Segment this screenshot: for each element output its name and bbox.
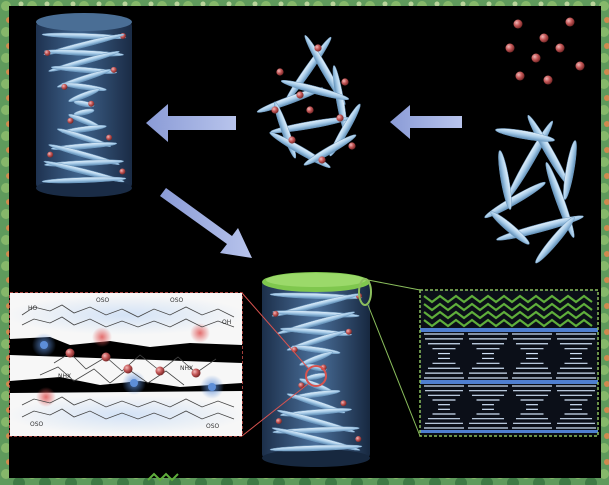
oso3-label-b: OSO: [170, 297, 184, 304]
helical-rod-stack-gel: [269, 292, 363, 452]
arrow-left-top: [390, 105, 462, 139]
nanoparticle-icon: [291, 346, 298, 353]
helical-rod-stack: [41, 32, 127, 184]
nanoparticle-icon: [306, 106, 314, 114]
rod-icon: [57, 128, 111, 147]
rod-icon: [286, 393, 346, 414]
rod-icon: [490, 211, 530, 245]
rod-icon: [68, 88, 100, 103]
nanoparticle-icon: [531, 53, 541, 63]
zoom-connectors: [241, 279, 421, 437]
nanoparticle-icon: [318, 156, 326, 164]
arrow-left-middle: [146, 104, 236, 142]
rod-icon: [280, 80, 350, 100]
nanoparticle-icon: [565, 17, 575, 27]
nanoparticle-icon: [575, 61, 585, 71]
nanoparticle-icon: [340, 400, 347, 407]
nanoparticle-icon: [88, 100, 95, 107]
oso3-label-a: OSO: [96, 297, 110, 304]
nanoparticle-icon: [276, 68, 284, 76]
rod-icon: [256, 87, 324, 113]
rod-icon: [484, 181, 546, 219]
rod-icon: [495, 128, 555, 142]
nanoparticle-icon: [539, 33, 549, 43]
nanoparticle-icon: [275, 418, 282, 425]
rod-icon: [498, 150, 512, 210]
zoom-circle-red: [305, 365, 327, 387]
chevron-band: [423, 294, 593, 328]
nanoparticle-icon: [336, 114, 344, 122]
nanoparticle-icon: [288, 136, 296, 144]
carboxyl-label-a: NHX: [58, 373, 72, 380]
nanoparticle-icon: [47, 151, 54, 158]
rod-icon: [303, 134, 357, 166]
nanoparticle-icon: [505, 43, 515, 53]
tube-left: [36, 13, 132, 197]
nanoparticle-icon: [345, 328, 352, 335]
lamella-inset: [419, 289, 599, 437]
rod-nanoparticle-mixture: [256, 35, 361, 169]
nanoparticle-icon: [44, 49, 51, 56]
nanoparticle-icon: [515, 71, 525, 81]
nanoparticle-icon: [513, 19, 523, 29]
hourglass-lamellae: [420, 328, 598, 433]
nanoparticle-icon: [348, 142, 356, 150]
nanoparticle-icon: [110, 66, 117, 73]
nanoparticle-icon: [555, 43, 565, 53]
rod-icon: [41, 176, 127, 184]
chem-structure-drawing: [10, 293, 242, 436]
rod-icon: [291, 389, 341, 399]
nanoparticle-icon: [543, 75, 553, 85]
oso3-label-d: OSO: [206, 423, 220, 430]
nanoparticle-icon: [67, 117, 74, 124]
carboxyl-label-b: NHX: [180, 365, 194, 372]
nanoparticle-icon: [272, 310, 279, 317]
hydroxyl-label-b: OH: [222, 319, 232, 326]
rod-icon: [563, 140, 577, 200]
bottom-chevron-icon: [147, 472, 179, 482]
free-rods-cluster: [484, 115, 584, 264]
rod-icon: [299, 351, 333, 366]
nanoparticle-icon: [106, 134, 113, 141]
nanoparticle-icon: [355, 436, 362, 443]
zoom-ellipse-green: [358, 278, 372, 306]
nanoparticle-icon: [271, 106, 279, 114]
hydroxyl-label: HO: [28, 305, 38, 312]
oso3-label-c: OSO: [30, 421, 44, 428]
rod-icon: [73, 108, 95, 116]
free-nanoparticles: [505, 17, 585, 85]
nanoparticle-icon: [119, 168, 126, 175]
nanoparticle-icon: [298, 382, 305, 389]
nanoparticle-icon: [296, 91, 304, 99]
tube-gel: [262, 272, 372, 467]
rod-icon: [535, 216, 575, 264]
arrow-down-diagonal: [160, 188, 252, 258]
nanoparticle-icon: [314, 44, 322, 52]
chem-structure-inset: HO OSO OSO OSO OSO OH NHX NHX: [10, 293, 242, 436]
nanoparticle-icon: [341, 78, 349, 86]
nanoparticle-icon: [61, 83, 68, 90]
